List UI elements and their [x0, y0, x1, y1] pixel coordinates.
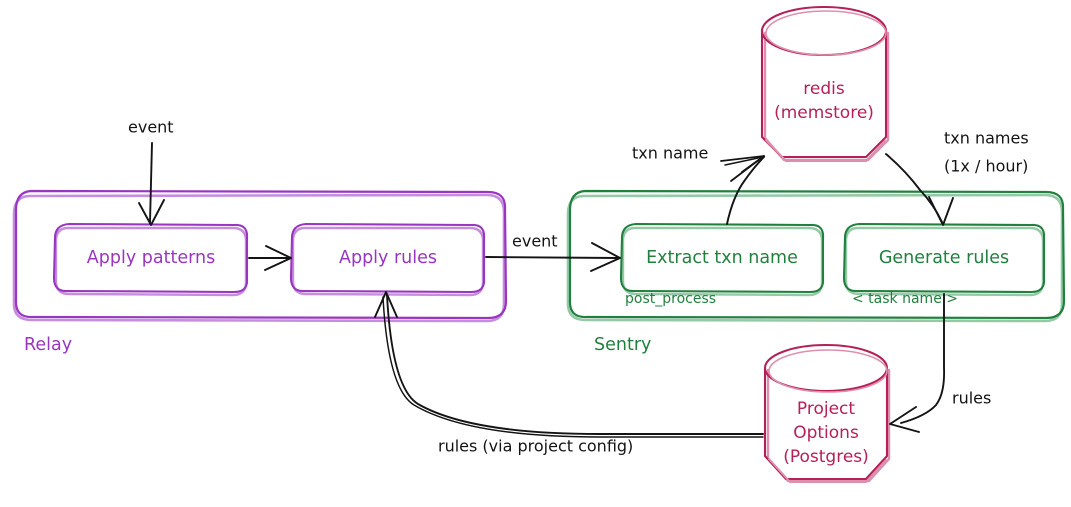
edge-extract-to-redis-line: [726, 156, 765, 225]
edge-relay-to-sentry-event: event: [485, 232, 621, 272]
relay-group-label: Relay: [24, 335, 72, 355]
redis-bottom-echo: [765, 139, 886, 162]
edge-ingress-event-line: [149, 142, 153, 223]
edge-extract-to-redis-arrowhead-b: [720, 155, 765, 162]
redis-top-ellipse-echo: [765, 10, 887, 56]
project-options-body: [763, 366, 889, 481]
group-relay: Apply patterns Apply rules Relay: [12, 189, 508, 355]
edge-relay-to-sentry-event-line: [485, 256, 619, 259]
extract-txn-name-label: Extract txn name: [646, 248, 798, 268]
generate-rules-box-echo: [844, 226, 1045, 297]
edge-extract-to-redis: txn name: [632, 144, 765, 225]
relay-group-outline: [14, 189, 508, 320]
edge-redis-to-generate-line: [885, 153, 943, 223]
edge-redis-to-generate-label-line-2: (1x / hour): [944, 157, 1028, 176]
edge-patterns-to-rules-arrowhead: [264, 245, 292, 271]
node-apply-patterns[interactable]: Apply patterns: [52, 222, 249, 297]
node-apply-rules[interactable]: Apply rules: [289, 222, 486, 297]
datastore-project-options[interactable]: Project Options (Postgres): [763, 343, 891, 483]
edge-generate-to-project-options-line: [900, 293, 946, 424]
edge-relay-to-sentry-event-arrowhead: [590, 242, 621, 272]
sentry-group-outline: [568, 189, 1066, 320]
edge-relay-to-sentry-event-label: event: [512, 232, 558, 251]
extract-txn-name-box-echo: [621, 226, 824, 297]
project-options-bottom-echo: [768, 458, 887, 483]
apply-patterns-label: Apply patterns: [87, 248, 215, 268]
edge-project-options-to-apply-rules-line-echo: [382, 296, 764, 438]
apply-rules-box-echo: [291, 226, 485, 297]
node-generate-rules[interactable]: Generate rules < task name >: [842, 222, 1046, 307]
project-options-label-line-3: (Postgres): [783, 447, 869, 467]
relay-group-outline-echo: [12, 193, 506, 323]
project-options-label-line-1: Project: [797, 399, 855, 419]
edge-ingress-event-label: event: [128, 118, 174, 137]
extract-txn-name-box: [619, 222, 825, 294]
redis-label-line-1: redis: [803, 79, 845, 99]
redis-body: [760, 29, 888, 159]
extract-txn-name-sublabel: post_process: [625, 291, 716, 307]
edge-generate-to-project-options-arrowhead: [889, 406, 920, 433]
generate-rules-box: [842, 222, 1046, 294]
edge-extract-to-redis-label: txn name: [632, 144, 708, 163]
project-options-top-ellipse-echo: [768, 349, 888, 393]
edge-patterns-to-rules: [248, 245, 292, 271]
generate-rules-label: Generate rules: [879, 248, 1009, 268]
apply-patterns-box-echo: [54, 226, 248, 297]
datastore-redis[interactable]: redis (memstore): [760, 5, 890, 162]
edge-project-options-to-apply-rules-arrowhead: [374, 291, 398, 318]
node-extract-txn-name[interactable]: Extract txn name post_process: [619, 222, 825, 307]
edge-project-options-to-apply-rules-label: rules (via project config): [438, 437, 633, 456]
apply-patterns-box: [52, 222, 249, 294]
apply-rules-label: Apply rules: [339, 248, 437, 268]
edge-generate-to-project-options-label: rules: [952, 389, 991, 408]
edge-project-options-to-apply-rules: rules (via project config): [374, 291, 764, 456]
group-sentry: Extract txn name post_process Generate r…: [566, 189, 1066, 355]
sentry-group-outline-echo: [566, 193, 1064, 323]
edge-extract-to-redis-arrowhead-c: [724, 156, 764, 166]
redis-label-line-2: (memstore): [774, 103, 874, 123]
edge-redis-to-generate: txn names (1x / hour): [885, 129, 1029, 226]
edge-project-options-to-apply-rules-line: [386, 294, 764, 435]
generate-rules-sublabel: < task name >: [852, 291, 958, 307]
apply-rules-box: [289, 222, 486, 294]
edge-generate-to-project-options: rules: [889, 293, 991, 433]
project-options-label-line-2: Options: [793, 423, 859, 443]
edge-ingress-event-arrowhead: [138, 199, 165, 226]
sentry-group-label: Sentry: [594, 335, 651, 355]
edge-redis-to-generate-label-line-1: txn names: [944, 129, 1029, 148]
edge-ingress-event: event: [128, 118, 174, 226]
edge-redis-to-generate-arrowhead: [928, 196, 954, 226]
